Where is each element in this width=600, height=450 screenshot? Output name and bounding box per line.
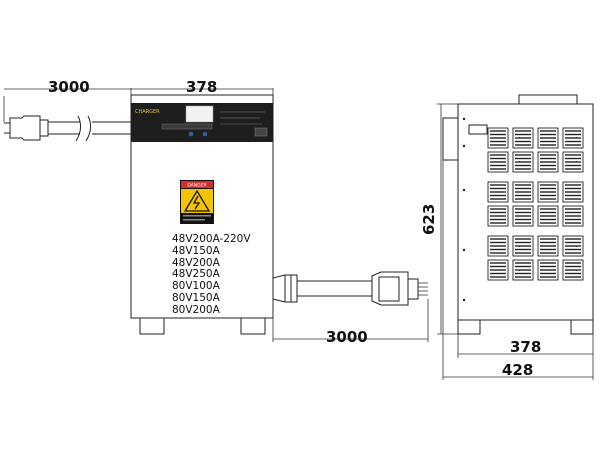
dimension-output-cable: 3000 [272, 299, 429, 346]
side-badge [468, 124, 488, 135]
side-foot-left [457, 319, 481, 335]
front-foot-right [240, 317, 266, 335]
model-3: 48V200A [172, 257, 221, 269]
model-1: 48V200A-220V [172, 233, 251, 245]
dimension-side-depth: 378 [457, 334, 594, 358]
battery-connector [371, 271, 409, 306]
front-foot-left [139, 317, 165, 335]
output-cable [272, 271, 428, 306]
panel-display [185, 105, 214, 123]
panel-brand: CHARGER [135, 109, 160, 115]
input-cable [4, 115, 133, 142]
side-foot-right [570, 319, 594, 335]
model-list: 48V200A-220V 48V150A 48V200A 48V250A 80V… [172, 233, 251, 316]
settings-icon [202, 131, 208, 137]
charger-front-view: CHARGER DANGER 48V200A-220V 48V150A 48V2… [130, 94, 274, 335]
dimension-label-front-width: 378 [186, 78, 217, 96]
dimension-front-width: 378 [130, 78, 274, 96]
model-2: 48V150A [172, 245, 221, 257]
dimension-label-input-cable: 3000 [48, 78, 90, 96]
side-bracket [442, 117, 458, 161]
dimension-label-output-cable: 3000 [326, 328, 368, 346]
high-voltage-icon [183, 189, 211, 212]
dimension-label-side-height: 623 [420, 204, 438, 235]
charger-side-view [442, 94, 594, 335]
model-6: 80V150A [172, 292, 221, 304]
model-5: 80V100A [172, 280, 221, 292]
warning-label-title: DANGER [187, 183, 206, 189]
top-handle [518, 94, 578, 105]
panel-logo [254, 127, 268, 137]
model-7: 80V200A [172, 304, 221, 316]
break-mark-icon [75, 115, 82, 142]
charger-front-body [130, 94, 274, 319]
dimension-side-total: 428 [442, 160, 594, 380]
dimension-label-side-depth: 378 [510, 338, 541, 356]
ventilation-grid [487, 127, 584, 281]
warning-label: DANGER [180, 180, 214, 224]
panel-info-bar [161, 123, 213, 130]
ac-plug [9, 115, 41, 141]
power-icon [188, 131, 194, 137]
dimension-side-height: 623 [420, 103, 458, 335]
dimension-label-side-total: 428 [502, 361, 533, 379]
model-4: 48V250A [172, 268, 221, 280]
dimension-input-cable: 3000 [3, 78, 131, 122]
